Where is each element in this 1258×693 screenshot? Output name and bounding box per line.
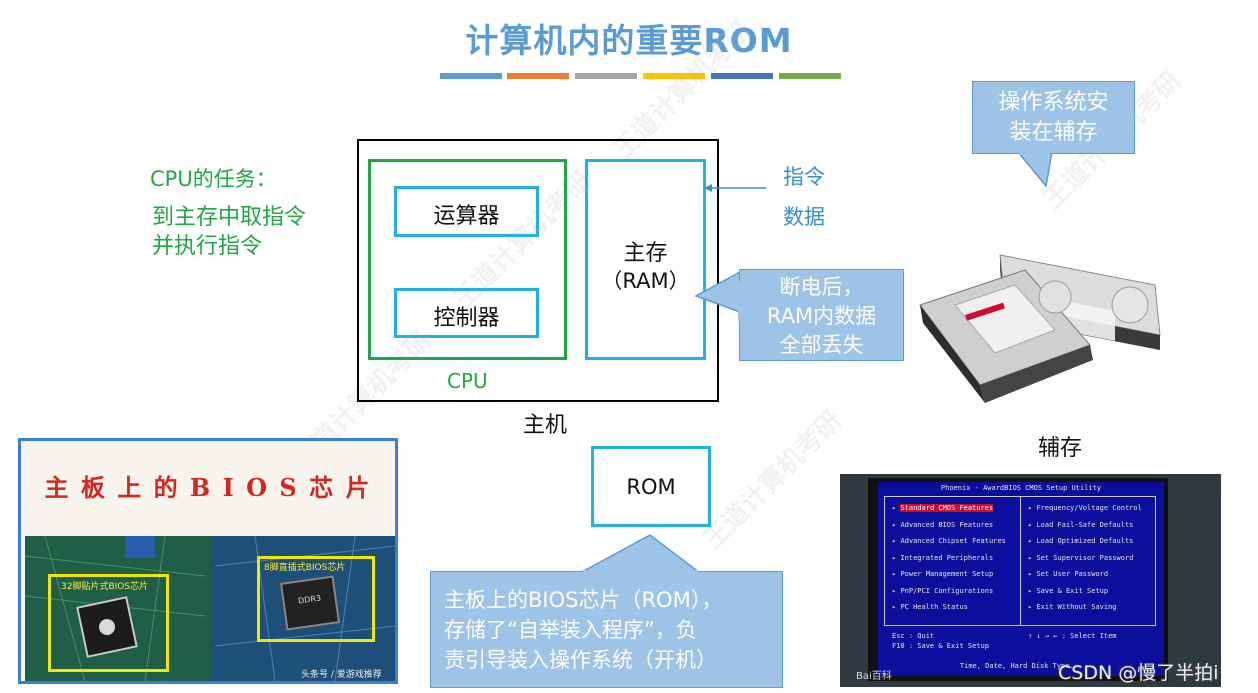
credit-text: CSDN @慢了半拍i xyxy=(1058,658,1219,685)
instructions-label: 指令 xyxy=(783,161,825,191)
photo-banner-text: 主 板 上 的 B I O S 芯 片 xyxy=(21,468,395,503)
bios-menu-label: Set User Password xyxy=(1036,570,1108,578)
ram-callout-pointer-cover xyxy=(738,281,742,321)
stripe-6 xyxy=(779,73,841,79)
ram-callout-line-3: 全部丢失 xyxy=(740,331,903,360)
aux-storage-label: 辅存 xyxy=(1020,430,1100,462)
bios-menu-item: ▸ Power Management Setup xyxy=(892,570,1006,587)
bios-callout: 主板上的BIOS芯片（ROM）， 存储了“自举装入程序”，负 责引导装入操作系统… xyxy=(430,571,783,688)
photo-footer: 头条号 / 爱游戏推荐 xyxy=(301,667,382,680)
main-memory-ram-label: （RAM） xyxy=(585,265,706,295)
bios-menu-label: Exit Without Saving xyxy=(1036,603,1116,611)
bios-menu-item: ▸ Load Fail-Safe Defaults xyxy=(1028,521,1142,538)
bios-menu-item: ▸ Load Optimized Defaults xyxy=(1028,537,1142,554)
os-callout: 操作系统安 装在辅存 xyxy=(972,81,1135,154)
ram-callout-pointer xyxy=(694,268,744,328)
bios-menu-label: Standard CMOS Features xyxy=(900,504,993,512)
bios-callout-pointer-cover xyxy=(582,570,698,574)
bios-footer-save: F10 : Save & Exit Setup xyxy=(892,642,989,650)
cpu-label: CPU xyxy=(447,369,488,393)
ram-callout: 断电后， RAM内数据 全部丢失 xyxy=(739,269,904,361)
bios-footer-quit: Esc : Quit xyxy=(892,632,934,640)
arrow-icon xyxy=(700,180,770,196)
stripe-3 xyxy=(575,73,637,79)
bios-menu-label: PnP/PCI Configurations xyxy=(900,587,993,595)
cpu-task-line-1: 到主存中取指令 xyxy=(152,203,306,233)
os-callout-line-1: 操作系统安 xyxy=(973,88,1134,118)
photo-source-mark: Bai百科 xyxy=(856,667,892,682)
host-label: 主机 xyxy=(505,407,585,439)
bios-screen: Phoenix - AwardBIOS CMOS Setup Utility ▸… xyxy=(878,482,1164,676)
bios-callout-line-2: 存储了“自举装入程序”，负 xyxy=(444,615,782,645)
bios-menu-item: ▸ Advanced BIOS Features xyxy=(892,521,1006,538)
bios-menu-label: PC Health Status xyxy=(900,603,967,611)
bios-footer-select: ↑ ↓ → ← : Select Item xyxy=(1028,632,1117,640)
watermark: 王道计算机考研 xyxy=(694,401,849,556)
main-memory-label: 主存 xyxy=(585,235,706,267)
rom-label: ROM xyxy=(591,475,711,499)
bios-menu-item: ▸ Integrated Peripherals xyxy=(892,554,1006,571)
bios-chip-plcc-label: 32脚贴片式BIOS芯片 xyxy=(61,579,148,592)
chip-mark xyxy=(98,618,117,637)
bios-menu-item: ▸ Set Supervisor Password xyxy=(1028,554,1142,571)
bios-divider xyxy=(1020,496,1021,626)
bios-chip-dip-text: DDR3 xyxy=(284,592,335,608)
bios-right-menu: ▸ Frequency/Voltage Control▸ Load Fail-S… xyxy=(1028,504,1142,620)
os-callout-pointer-cover xyxy=(1019,151,1050,155)
bios-menu-label: Advanced Chipset Features xyxy=(900,537,1005,545)
hard-drive-front xyxy=(920,270,1093,403)
ram-callout-line-1: 断电后， xyxy=(740,273,903,302)
slide-title: 计算机内的重要ROM xyxy=(0,14,1258,62)
bios-menu-label: Set Supervisor Password xyxy=(1036,554,1133,562)
alu-label: 运算器 xyxy=(394,198,539,230)
motherboard-bios-photo: 主 板 上 的 B I O S 芯 片 32脚贴片式BIOS芯片 8脚直插式BI… xyxy=(18,438,398,684)
bios-chip-dip-label: 8脚直插式BIOS芯片 xyxy=(264,560,345,573)
bios-menu-item: ▸ Frequency/Voltage Control xyxy=(1028,504,1142,521)
bios-menu-item: ▸ Set User Password xyxy=(1028,570,1142,587)
bios-header: Phoenix - AwardBIOS CMOS Setup Utility xyxy=(878,484,1164,492)
bios-callout-pointer xyxy=(560,533,710,575)
bios-menu-label: Load Fail-Safe Defaults xyxy=(1036,521,1133,529)
cpu-task-heading: CPU的任务： xyxy=(150,164,277,194)
bios-callout-line-1: 主板上的BIOS芯片（ROM）， xyxy=(444,585,782,615)
bios-setup-photo: Phoenix - AwardBIOS CMOS Setup Utility ▸… xyxy=(840,474,1221,687)
ram-callout-line-2: RAM内数据 xyxy=(740,302,903,331)
bios-menu-label: Load Optimized Defaults xyxy=(1036,537,1133,545)
bios-menu-item: ▸ Advanced Chipset Features xyxy=(892,537,1006,554)
hard-drive-image xyxy=(905,225,1170,425)
control-unit-label: 控制器 xyxy=(394,300,539,332)
bios-menu-label: Advanced BIOS Features xyxy=(900,521,993,529)
stripe-1 xyxy=(440,73,502,79)
stripe-2 xyxy=(507,73,569,79)
bios-left-menu: ▸ Standard CMOS Features▸ Advanced BIOS … xyxy=(892,504,1006,620)
bios-menu-label: Save & Exit Setup xyxy=(1036,587,1108,595)
bios-menu-item: ▸ PnP/PCI Configurations xyxy=(892,587,1006,604)
bios-menu-item: ▸ Standard CMOS Features xyxy=(892,504,1006,521)
bios-menu-label: Integrated Peripherals xyxy=(900,554,993,562)
data-label: 数据 xyxy=(783,201,825,231)
bios-callout-line-3: 责引导装入操作系统（开机） xyxy=(444,645,782,675)
os-callout-line-2: 装在辅存 xyxy=(973,118,1134,148)
bios-chip-plcc xyxy=(76,596,138,658)
bios-chip-dip: DDR3 xyxy=(280,575,340,630)
os-callout-pointer xyxy=(1010,150,1060,190)
bios-menu-item: ▸ Exit Without Saving xyxy=(1028,603,1142,620)
bios-menu-label: Power Management Setup xyxy=(900,570,993,578)
bios-menu-item: ▸ PC Health Status xyxy=(892,603,1006,620)
bios-menu-label: Frequency/Voltage Control xyxy=(1036,504,1141,512)
bios-menu-item: ▸ Save & Exit Setup xyxy=(1028,587,1142,604)
cpu-task-line-2: 并执行指令 xyxy=(152,232,262,262)
